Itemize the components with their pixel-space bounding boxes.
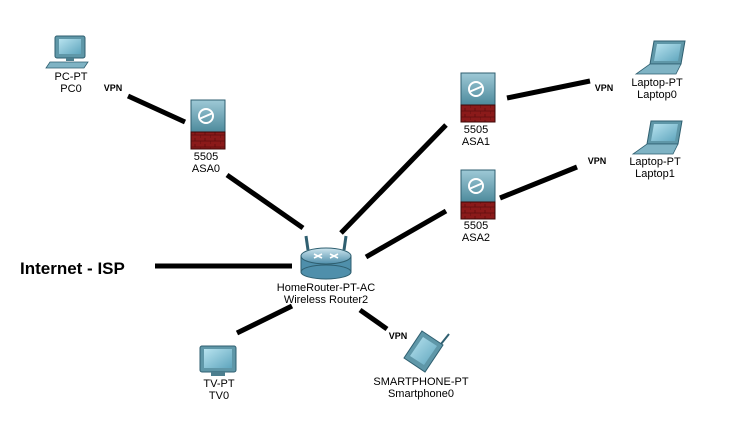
- asa2-type-label: 5505: [464, 220, 488, 232]
- asa1-name-label: ASA1: [462, 136, 490, 148]
- firewall-icon[interactable]: [460, 169, 496, 220]
- router-type-label: HomeRouter-PT-AC: [277, 282, 375, 294]
- laptop0-name-label: Laptop0: [637, 89, 677, 101]
- firewall-icon[interactable]: [190, 99, 226, 150]
- pc0-type-label: PC-PT: [55, 71, 88, 83]
- asa0-type-label: 5505: [194, 151, 218, 163]
- link-asa0-router: [225, 172, 305, 231]
- link-router-smartphone0: [358, 307, 389, 332]
- asa1-type-label: 5505: [464, 124, 488, 136]
- laptop0-type-label: Laptop-PT: [631, 77, 683, 89]
- firewall-icon[interactable]: [460, 72, 496, 123]
- vpn-label-smartphone0: VPN: [389, 331, 408, 341]
- pc-icon[interactable]: [45, 35, 89, 69]
- wireless-router-icon[interactable]: [300, 235, 352, 280]
- links: [126, 78, 591, 336]
- link-router-tv0: [235, 303, 294, 336]
- vpn-label-laptop0: VPN: [595, 83, 614, 93]
- link-asa1-router: [339, 123, 448, 235]
- pc0-name-label: PC0: [60, 83, 81, 95]
- router-name-label: Wireless Router2: [284, 294, 368, 306]
- vpn-label-laptop1: VPN: [588, 156, 607, 166]
- laptop1-type-label: Laptop-PT: [629, 156, 681, 168]
- link-asa2-laptop1: [499, 164, 578, 201]
- link-pc0-asa0: [126, 93, 187, 125]
- vpn-label-pc0: VPN: [104, 83, 123, 93]
- tv0-name-label: TV0: [209, 390, 229, 402]
- smartphone-icon[interactable]: [403, 330, 450, 373]
- link-asa2-router: [364, 208, 448, 260]
- isp-label: Internet - ISP: [20, 259, 125, 278]
- link-asa1-laptop0: [506, 78, 591, 101]
- asa0-name-label: ASA0: [192, 163, 220, 175]
- tv0-type-label: TV-PT: [203, 378, 234, 390]
- laptop-icon[interactable]: [634, 40, 686, 75]
- smartphone0-name-label: Smartphone0: [388, 388, 454, 400]
- laptop-icon[interactable]: [631, 120, 683, 155]
- tv-icon[interactable]: [199, 345, 237, 376]
- smartphone0-type-label: SMARTPHONE-PT: [373, 376, 468, 388]
- asa2-name-label: ASA2: [462, 232, 490, 244]
- laptop1-name-label: Laptop1: [635, 168, 675, 180]
